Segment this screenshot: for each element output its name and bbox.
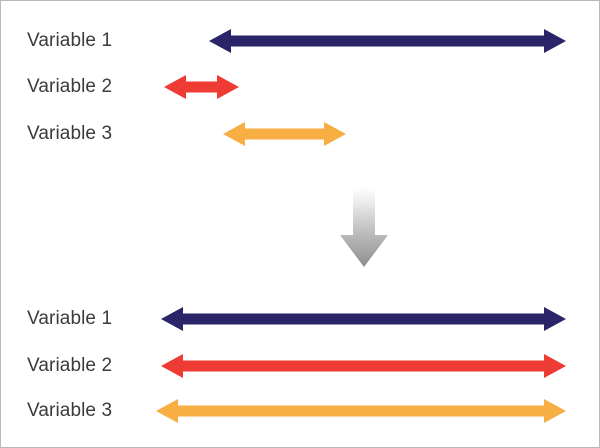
- variable-row: Variable 3: [1, 391, 599, 431]
- arrow-shape-gradient-down: [340, 187, 388, 267]
- range-arrow-variable-2-after: [161, 346, 566, 386]
- arrow-shape-orange: [156, 399, 566, 423]
- arrow-shape-red: [161, 354, 566, 378]
- arrow-shape-navy: [161, 307, 566, 331]
- range-arrow-variable-3-after: [156, 391, 566, 431]
- variable-label: Variable 2: [27, 76, 113, 97]
- variable-label: Variable 2: [27, 355, 113, 376]
- variable-row: Variable 3: [1, 114, 599, 154]
- variable-row: Variable 1: [1, 299, 599, 339]
- variable-label: Variable 3: [27, 400, 113, 421]
- arrow-shape-orange: [223, 122, 346, 146]
- arrow-shape-red: [164, 75, 239, 99]
- arrow-shape-navy: [209, 29, 566, 53]
- range-arrow-variable-1-after: [161, 299, 566, 339]
- variable-label: Variable 1: [27, 308, 113, 329]
- downward-gradient-arrow: [340, 187, 388, 267]
- range-arrow-variable-3: [223, 114, 346, 154]
- variable-row: Variable 2: [1, 346, 599, 386]
- variable-row: Variable 2: [1, 67, 599, 107]
- variable-row: Variable 1: [1, 21, 599, 61]
- variable-label: Variable 3: [27, 123, 113, 144]
- range-arrow-variable-2: [164, 67, 239, 107]
- variable-label: Variable 1: [27, 30, 113, 51]
- range-arrow-variable-1: [209, 21, 566, 61]
